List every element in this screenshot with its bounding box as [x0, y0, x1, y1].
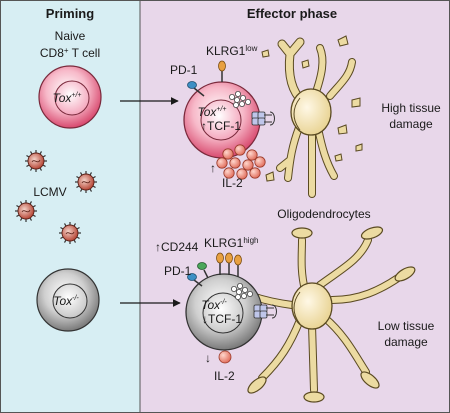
oligo-label: Oligodendrocytes — [277, 207, 370, 221]
damage-low-line1: Low tissue — [378, 319, 435, 333]
granule — [244, 99, 251, 106]
il2-particle — [223, 167, 235, 179]
top-granules — [228, 91, 251, 109]
cd244-label: ↑CD244 — [155, 240, 199, 254]
lcmv-virus — [59, 222, 81, 244]
lcmv-virus — [15, 200, 37, 222]
il2-particle — [249, 167, 261, 179]
il2-particle — [216, 157, 228, 169]
klrg1-receptor-top — [218, 60, 226, 82]
lcmv-viruses — [15, 150, 97, 244]
bottom-effector-cell — [185, 273, 263, 351]
granule — [234, 91, 241, 98]
damage-high-line2: damage — [389, 117, 433, 131]
granule — [239, 95, 246, 102]
granule — [234, 293, 241, 300]
bottom-synapse — [253, 304, 277, 319]
pd1-receptor-top — [187, 81, 205, 97]
naive-label: Naive — [55, 29, 86, 43]
damage-high-line1: High tissue — [381, 101, 441, 115]
lcmv-label: LCMV — [33, 185, 66, 199]
lcmv-virus — [75, 171, 97, 193]
granule — [246, 290, 253, 297]
top-naive-gene: Tox+/+ — [52, 91, 81, 105]
granule — [240, 292, 247, 299]
top-effector-tcf: ↑TCF-1 — [201, 119, 241, 133]
top-effector-gene: Tox+/+ — [197, 105, 226, 119]
top-naive-cell: Tox+/+ — [38, 65, 102, 129]
cd244-receptor — [197, 262, 209, 279]
il2-particle — [254, 156, 266, 168]
granule — [238, 101, 245, 108]
granule — [241, 286, 248, 293]
bottom-naive-gene: Tox-/- — [53, 294, 79, 308]
myelin-debris — [261, 35, 363, 182]
granule — [232, 102, 239, 109]
damage-low-line2: damage — [384, 335, 428, 349]
il2-arrow-bottom: ↓ — [205, 351, 211, 365]
il2-particle — [222, 148, 234, 160]
top-oligodendrocyte — [276, 37, 356, 198]
bottom-effector-tcf: ↓TCF-1 — [202, 312, 242, 326]
pd1-label-bottom: PD-1 — [164, 264, 192, 278]
top-synapse — [251, 111, 275, 126]
priming-header: Priming — [46, 6, 94, 21]
il2-label-bottom: IL-2 — [214, 369, 235, 383]
klrg1-receptors-bottom — [216, 252, 242, 277]
lcmv-virus — [25, 150, 47, 172]
pd1-label-top: PD-1 — [170, 63, 198, 77]
cd8-label: CD8+ T cell — [40, 46, 100, 60]
bottom-effector-gene: Tox-/- — [201, 298, 227, 312]
granule — [236, 282, 243, 289]
granule — [228, 94, 235, 101]
granule — [235, 288, 242, 295]
effector-panel — [140, 0, 450, 413]
il2-particle — [246, 149, 258, 161]
granule — [230, 285, 237, 292]
klrg1-label-top: KLRG1low — [206, 44, 258, 58]
il2-particle — [229, 157, 241, 169]
granule — [233, 97, 240, 104]
il2-particle — [236, 168, 248, 180]
il2-particle — [242, 159, 254, 171]
bottom-naive-cell: Tox-/- — [36, 268, 100, 332]
klrg1-label-bottom: KLRG1high — [204, 236, 258, 250]
il2-particles-top — [216, 144, 266, 180]
il2-particle-bottom — [218, 350, 232, 364]
il2-label-top: IL-2 — [222, 176, 243, 190]
il2-arrow-top: ↑ — [210, 161, 216, 175]
il2-particle — [234, 144, 246, 156]
pd1-receptor-bottom — [187, 273, 203, 287]
bottom-granules — [230, 282, 253, 300]
effector-header: Effector phase — [247, 6, 337, 21]
